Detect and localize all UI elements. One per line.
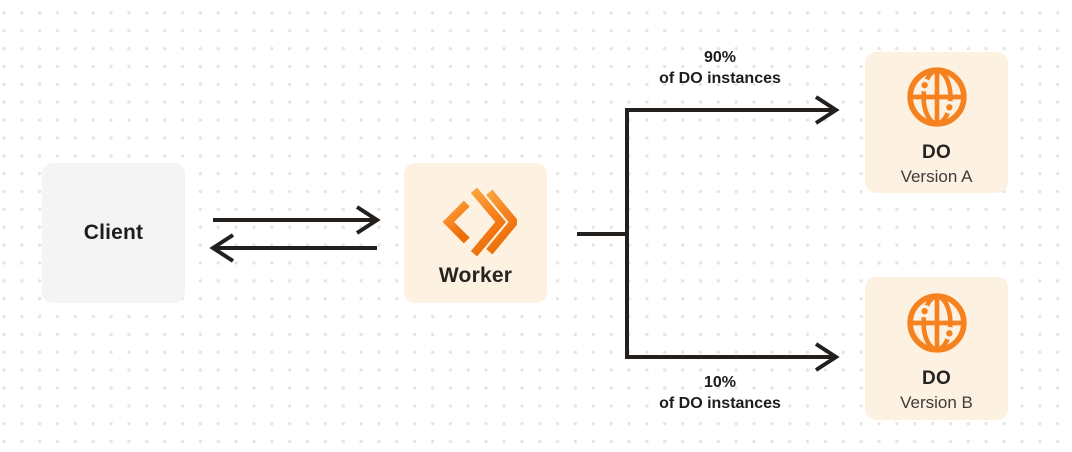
do-b-subtitle: Version B (900, 393, 973, 412)
branch-a-percent: 90% (703, 49, 737, 66)
branch-b-label: 10% of DO instances (610, 372, 830, 414)
client-to-worker-arrow (213, 205, 381, 235)
do-a-title: DO (922, 142, 951, 163)
worker-label: Worker (438, 264, 513, 287)
worker-to-client-arrow (209, 233, 377, 263)
do-version-a-node: DO Version A (865, 52, 1008, 193)
client-label: Client (83, 221, 144, 244)
branch-b-percent: 10% (703, 374, 737, 391)
cloudflare-workers-logo-icon (442, 187, 517, 257)
branch-a-caption: of DO instances (659, 70, 781, 87)
branch-b-caption: of DO instances (659, 395, 781, 412)
client-node: Client (42, 163, 185, 303)
globe-icon (906, 293, 967, 353)
do-version-b-node: DO Version B (865, 277, 1008, 420)
branch-a-label: 90% of DO instances (610, 47, 830, 89)
branch-split-lines (625, 95, 840, 372)
worker-node: Worker (404, 163, 547, 303)
do-a-subtitle: Version A (900, 167, 973, 186)
do-b-title: DO (922, 368, 951, 389)
globe-icon (906, 67, 967, 127)
